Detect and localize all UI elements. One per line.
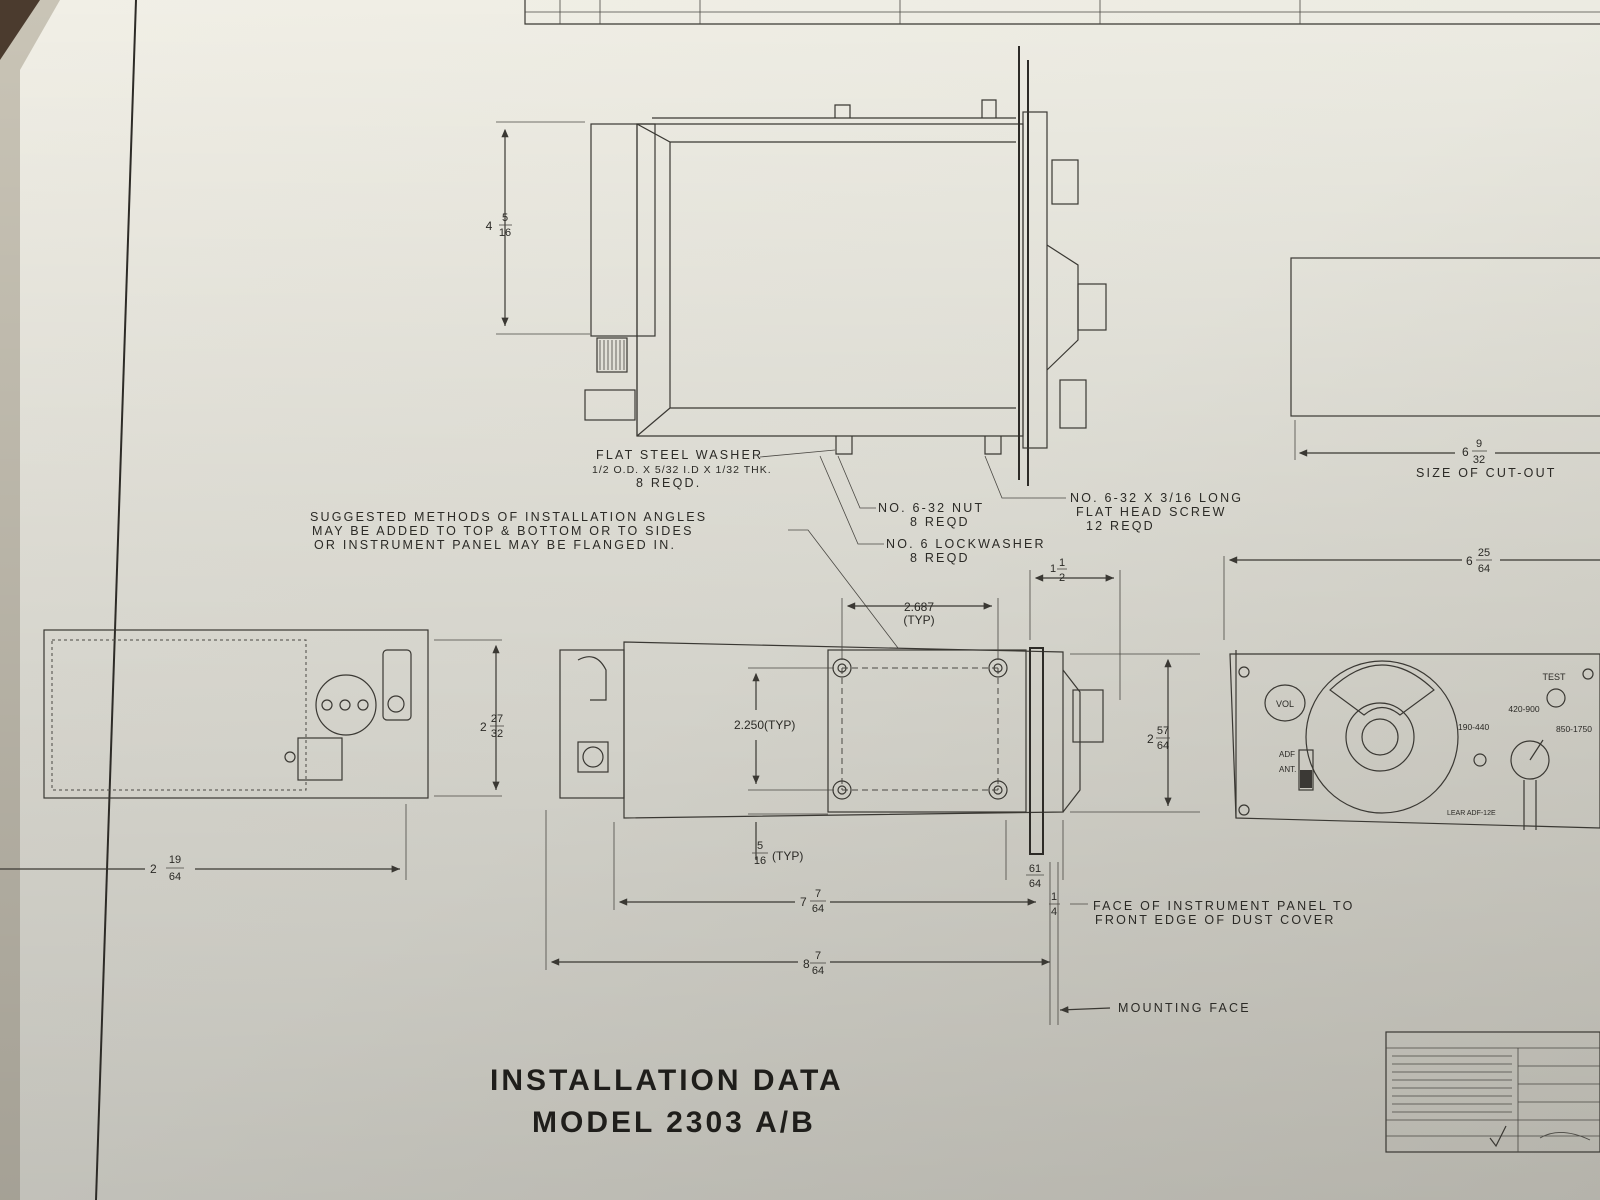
top-height-whole: 2 bbox=[1147, 732, 1154, 746]
nut-label-2: 8 REQD bbox=[910, 515, 970, 529]
top-height-den: 64 bbox=[1157, 740, 1169, 752]
depth1-den: 64 bbox=[812, 903, 824, 915]
title-block bbox=[1385, 1031, 1600, 1153]
washer-label-2: 1/2 O.D. X 5/32 I.D X 1/32 THK. bbox=[592, 464, 772, 476]
title-line-2: MODEL 2303 A/B bbox=[532, 1106, 816, 1139]
side-height-den: 16 bbox=[499, 227, 511, 239]
cutout-width-num: 9 bbox=[1476, 438, 1482, 450]
end-width-den: 64 bbox=[169, 871, 181, 883]
cutout-width-whole: 6 bbox=[1462, 445, 1469, 459]
band3-label: 850-1750 bbox=[1556, 724, 1592, 734]
front-panel-view: 6 25 64 VOL TEST ADF ANT. 190-440 420-90… bbox=[1223, 547, 1600, 830]
depth2-den: 64 bbox=[812, 965, 824, 977]
hole-vertical: 2.250(TYP) bbox=[734, 718, 795, 732]
note-line-3: OR INSTRUMENT PANEL MAY BE FLANGED IN. bbox=[314, 538, 676, 552]
model-label: LEAR ADF-12E bbox=[1447, 810, 1496, 817]
end-width-num: 19 bbox=[169, 854, 181, 866]
note-line-2: MAY BE ADDED TO TOP & BOTTOM OR TO SIDES bbox=[312, 524, 694, 538]
depth2-num: 7 bbox=[815, 950, 821, 962]
nut-label-1: NO. 6-32 NUT bbox=[878, 501, 984, 515]
lockwasher-label-1: NO. 6 LOCKWASHER bbox=[886, 537, 1046, 551]
top-view: 2.687 (TYP) 2.250(TYP) 5 16 (TYP) 1 1 2 … bbox=[545, 557, 1355, 1025]
test-label: TEST bbox=[1542, 672, 1566, 682]
front-width-whole: 6 bbox=[1466, 554, 1473, 568]
cutout-label: SIZE OF CUT-OUT bbox=[1416, 466, 1557, 480]
end-width-whole: 2 bbox=[150, 862, 157, 876]
hole-spacing-typ: (TYP) bbox=[903, 613, 934, 627]
mounting-face: MOUNTING FACE bbox=[1118, 1001, 1251, 1015]
screw-label-1: NO. 6-32 X 3/16 LONG bbox=[1070, 491, 1243, 505]
depth2-whole: 8 bbox=[803, 957, 810, 971]
top-height-num: 57 bbox=[1157, 725, 1169, 737]
side-view: 4 5 16 bbox=[486, 46, 1107, 486]
face-note-1: FACE OF INSTRUMENT PANEL TO bbox=[1093, 899, 1355, 913]
depth1-whole: 7 bbox=[800, 895, 807, 909]
ant-label: ANT. bbox=[1279, 765, 1296, 774]
lockwasher-label-2: 8 REQD bbox=[910, 551, 970, 565]
end-height-whole: 2 bbox=[480, 720, 487, 734]
side-height-num: 5 bbox=[502, 212, 508, 224]
end-height-num: 27 bbox=[491, 713, 503, 725]
adf-label: ADF bbox=[1279, 750, 1295, 759]
depth1-num: 7 bbox=[815, 888, 821, 900]
hole-spacing: 2.687 bbox=[904, 600, 934, 614]
vol-label: VOL bbox=[1276, 699, 1294, 709]
knob-den: 2 bbox=[1059, 572, 1065, 584]
border-left bbox=[95, 0, 137, 1200]
front-width-num: 25 bbox=[1478, 547, 1490, 559]
band2-label: 420-900 bbox=[1508, 704, 1539, 714]
revision-table bbox=[524, 0, 1600, 25]
suggested-note: SUGGESTED METHODS OF INSTALLATION ANGLES… bbox=[310, 510, 899, 649]
note-line-1: SUGGESTED METHODS OF INSTALLATION ANGLES bbox=[310, 510, 707, 524]
washer-label-3: 8 REQD. bbox=[636, 476, 701, 490]
title-line-1: INSTALLATION DATA bbox=[490, 1064, 844, 1097]
panel-den: 64 bbox=[1029, 878, 1041, 890]
edge-num: 5 bbox=[757, 840, 763, 852]
screw-label-3: 12 REQD bbox=[1086, 519, 1155, 533]
face-note-2: FRONT EDGE OF DUST COVER bbox=[1095, 913, 1336, 927]
panel-num: 61 bbox=[1029, 863, 1041, 875]
screw-label-2: FLAT HEAD SCREW bbox=[1076, 505, 1227, 519]
end-height-den: 32 bbox=[491, 728, 503, 740]
band1-label: 190-440 bbox=[1458, 722, 1489, 732]
edge-den: 16 bbox=[754, 855, 766, 867]
edge-typ: (TYP) bbox=[772, 849, 803, 863]
knob-num: 1 bbox=[1059, 557, 1065, 569]
quarter-den: 4 bbox=[1051, 906, 1057, 918]
side-view-callouts: FLAT STEEL WASHER 1/2 O.D. X 5/32 I.D X … bbox=[592, 448, 1243, 565]
knob-whole: 1 bbox=[1050, 563, 1056, 575]
cutout-view: 6 9 32 SIZE OF CUT-OUT bbox=[1290, 257, 1600, 480]
cutout-width-den: 32 bbox=[1473, 454, 1485, 466]
front-width-den: 64 bbox=[1478, 563, 1490, 575]
quarter-num: 1 bbox=[1051, 891, 1057, 903]
washer-label-1: FLAT STEEL WASHER bbox=[596, 448, 763, 462]
main-title: INSTALLATION DATA MODEL 2303 A/B bbox=[490, 1064, 844, 1139]
end-view: 2 27 32 2 19 64 bbox=[0, 629, 504, 883]
side-height-whole: 4 bbox=[486, 219, 493, 233]
